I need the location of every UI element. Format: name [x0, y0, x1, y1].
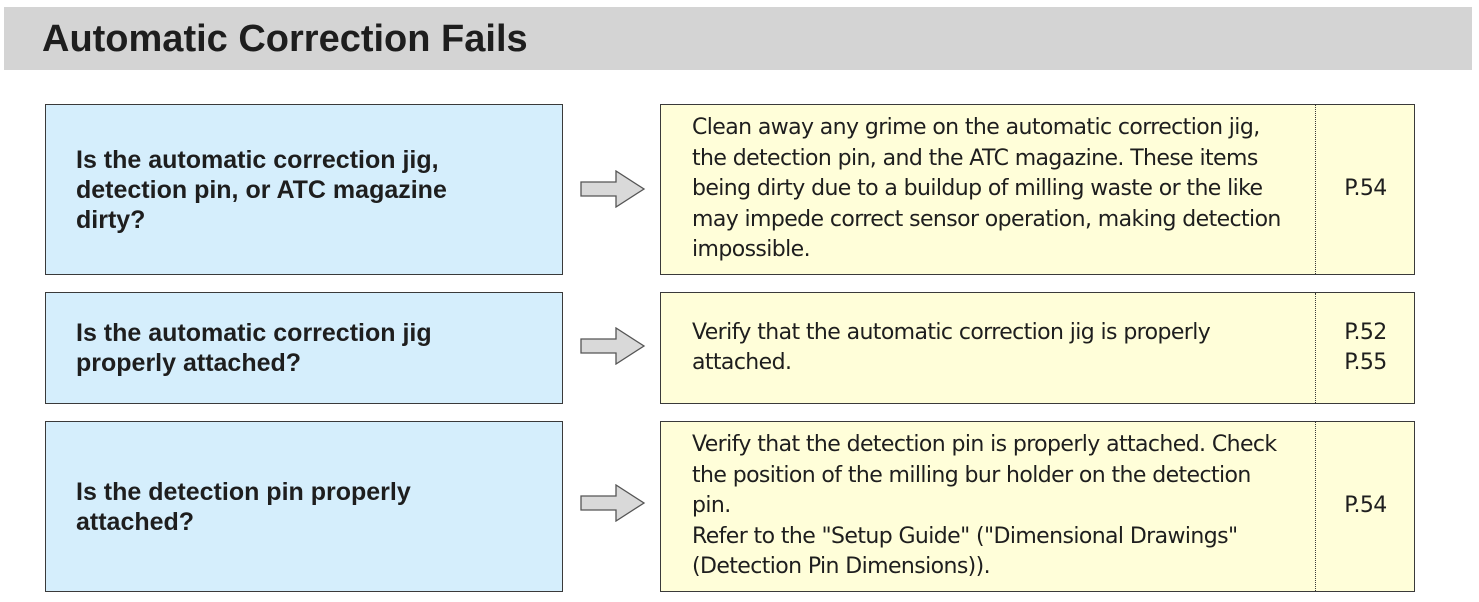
page-reference-label: P.54 — [1344, 493, 1387, 519]
page-title: Automatic Correction Fails — [42, 18, 528, 60]
divider — [1315, 422, 1316, 591]
page-reference-label: P.55 — [1344, 350, 1387, 375]
answer-text: Verify that the automatic correction jig… — [692, 319, 1211, 376]
answer-box: Verify that the detection pin is properl… — [660, 421, 1415, 592]
page-reference-label: P.52 — [1344, 319, 1387, 345]
right-arrow-icon — [580, 484, 646, 522]
right-arrow-icon — [580, 327, 646, 365]
question-text: Is the automatic correction jig, detecti… — [76, 145, 447, 234]
page-reference: P.52 P.55 — [1317, 293, 1414, 403]
question-box: Is the detection pin properly attached? — [45, 421, 563, 592]
answer-box: Clean away any grime on the automatic co… — [660, 104, 1415, 275]
answer-text: Clean away any grime on the automatic co… — [692, 115, 1281, 263]
troubleshooting-row: Is the automatic correction jig, detecti… — [0, 104, 1479, 275]
troubleshooting-row: Is the detection pin properly attached? … — [0, 421, 1479, 592]
page-reference-label: P.54 — [1344, 176, 1387, 202]
title-bar: Automatic Correction Fails — [4, 7, 1472, 70]
right-arrow-icon — [580, 170, 646, 208]
question-box: Is the automatic correction jig, detecti… — [45, 104, 563, 275]
troubleshooting-row: Is the automatic correction jig properly… — [0, 292, 1479, 404]
answer-box: Verify that the automatic correction jig… — [660, 292, 1415, 404]
divider — [1315, 105, 1316, 274]
question-text: Is the detection pin properly attached? — [76, 477, 411, 536]
question-text: Is the automatic correction jig properly… — [76, 319, 432, 377]
answer-text: Verify that the detection pin is properl… — [692, 432, 1277, 580]
divider — [1315, 293, 1316, 403]
question-box: Is the automatic correction jig properly… — [45, 292, 563, 404]
page-reference: P.54 — [1317, 105, 1414, 274]
page-reference: P.54 — [1317, 422, 1414, 591]
